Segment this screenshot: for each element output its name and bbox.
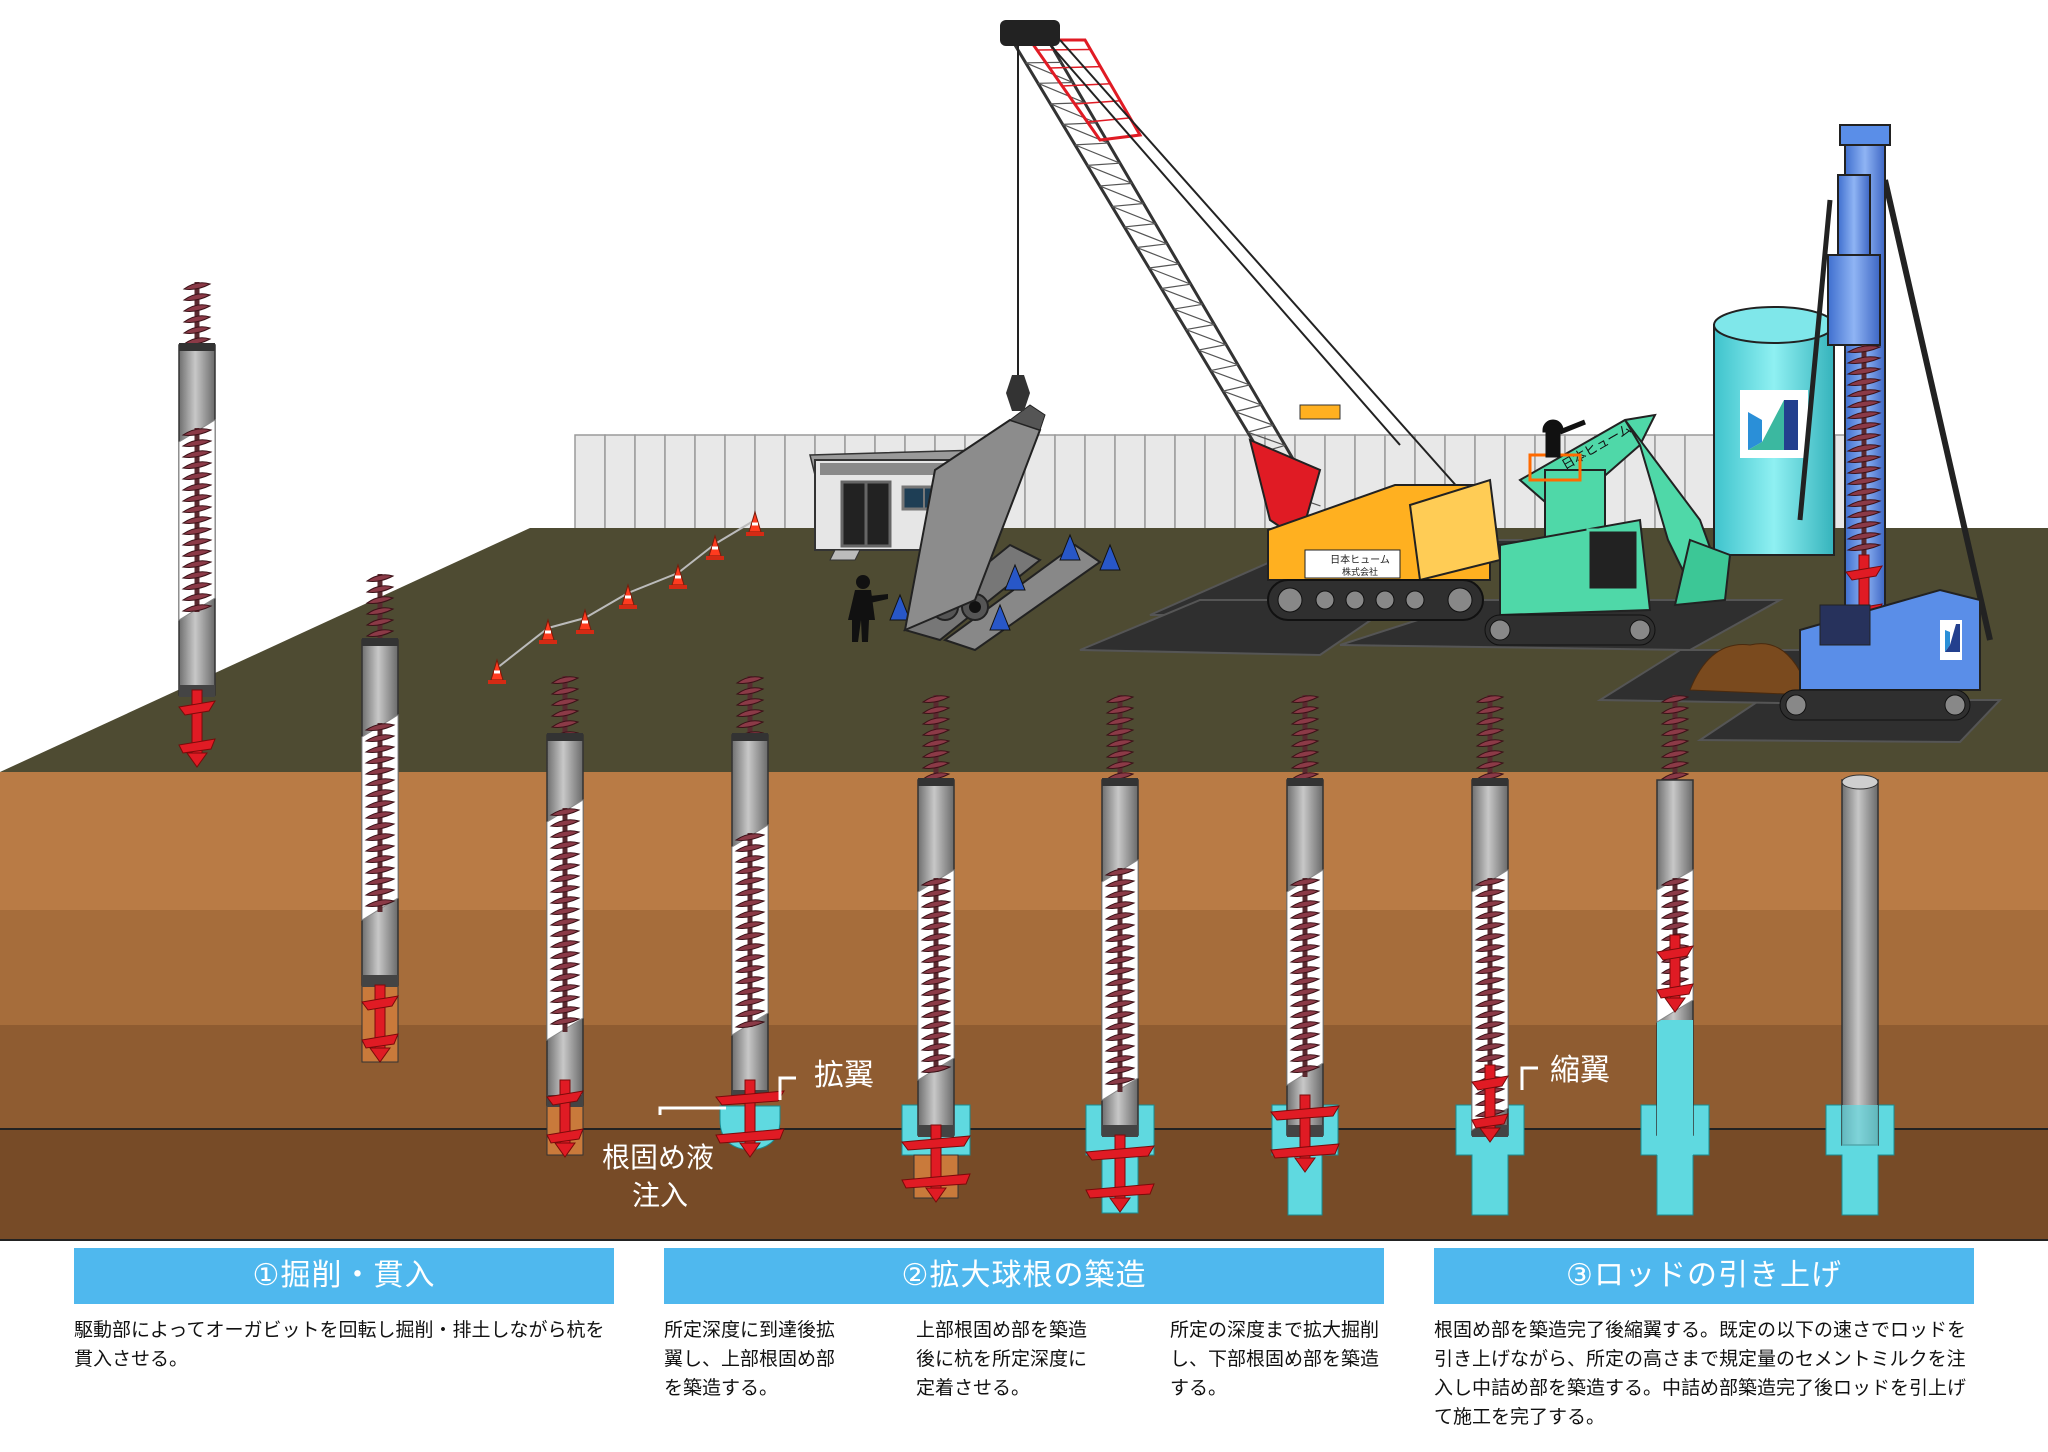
- fence-panel: [605, 435, 635, 530]
- boom-lattice-bar: [1063, 123, 1097, 124]
- soil-layer-3: [0, 1025, 2048, 1129]
- auger-flight: [184, 283, 210, 290]
- boom-lattice-bar: [1161, 284, 1190, 288]
- step-1-description: 駆動部によってオーガビットを回転し掘削・排土しながら杭を貫入させる。: [74, 1316, 614, 1374]
- boom-lattice-bar: [1037, 50, 1091, 51]
- boom-lattice-bar: [1100, 183, 1132, 186]
- pile-cap: [362, 638, 398, 646]
- crane-sign-line2: 株式会社: [1342, 566, 1378, 578]
- inject-text-line2: 注入: [632, 1179, 688, 1212]
- boom-lattice-bar: [1235, 405, 1261, 412]
- boom-lattice-bar: [1223, 385, 1250, 391]
- boom-lattice-bar: [1112, 204, 1144, 207]
- cement-fill: [1842, 1105, 1878, 1150]
- pile-cap: [732, 733, 768, 741]
- fence-panel: [575, 435, 605, 530]
- fence-panel: [1085, 435, 1115, 530]
- soil-layer-1: [0, 772, 2048, 910]
- fence-panel: [695, 435, 725, 530]
- soil-layers: [0, 772, 2048, 1240]
- step-3-description: 根固め部を築造完了後縮翼する。既定の以下の速さでロッドを引き上げながら、所定の高…: [1434, 1316, 1974, 1432]
- auger-icon: [184, 282, 210, 348]
- boom-lattice-bar: [1186, 324, 1214, 329]
- step-3-title: ③ロッドの引き上げ: [1434, 1248, 1974, 1304]
- fence-panel: [665, 435, 695, 530]
- pile: [732, 733, 768, 1102]
- boom-lattice-bar: [1124, 224, 1155, 227]
- pile-body: [1842, 780, 1878, 1145]
- crane-sign-line1: 日本ヒューム: [1330, 553, 1390, 566]
- pile: [1287, 778, 1323, 1137]
- pile-cap: [179, 343, 215, 351]
- boom-lattice-bar: [1198, 345, 1226, 350]
- soil-layer-2: [0, 910, 2048, 1025]
- boom-lattice-bar: [1038, 83, 1073, 84]
- pile: [547, 733, 583, 1107]
- pile: [918, 778, 954, 1137]
- pile-driver-rig-icon: [1780, 125, 1990, 720]
- fence-panel: [1055, 435, 1085, 530]
- fence-panel: [1115, 435, 1145, 530]
- fence-panel: [1145, 435, 1175, 530]
- boom-lattice-bar: [1137, 244, 1168, 248]
- boom-lattice-bar: [1087, 163, 1120, 165]
- expand-wing-text: 拡翼: [814, 1058, 874, 1093]
- pile-cap: [1287, 778, 1323, 786]
- boom-lattice-bar: [1248, 425, 1274, 432]
- pile: [1842, 775, 1878, 1150]
- shrink-wing-text: 縮翼: [1550, 1053, 1610, 1088]
- pile-cap: [1472, 778, 1508, 786]
- step-2-title: ②拡大球根の築造: [664, 1248, 1384, 1304]
- pile-top: [1842, 775, 1878, 789]
- fence-panel: [725, 435, 755, 530]
- fence-panel: [1205, 435, 1235, 530]
- fence-panel: [755, 435, 785, 530]
- auger-flight: [367, 586, 393, 593]
- boom-lattice-bar: [1174, 304, 1203, 309]
- inject-text-line1: 根固め液: [602, 1141, 714, 1174]
- pile: [179, 343, 215, 697]
- auger-flight: [184, 316, 210, 323]
- pile-cap: [547, 733, 583, 741]
- pile-cap: [1102, 778, 1138, 786]
- fence-panel: [1175, 435, 1205, 530]
- step-2-description-c: 所定の深度まで拡大掘削し、下部根固め部を築造する。: [1170, 1316, 1384, 1403]
- pile: [1102, 778, 1138, 1137]
- fence-panel: [785, 435, 815, 530]
- step-1-title: ①掘削・貫入: [74, 1248, 614, 1304]
- boom-lattice-bar: [1050, 67, 1101, 68]
- soil-layer-4: [0, 1129, 2048, 1240]
- auger-flight: [184, 327, 210, 334]
- auger-flight: [367, 575, 393, 582]
- pile-cap: [918, 778, 954, 786]
- boom-lattice-bar: [1075, 143, 1108, 145]
- pile: [362, 638, 398, 987]
- cement-fill: [1657, 1020, 1693, 1155]
- fence-panel: [635, 435, 665, 530]
- step-2-description-a: 所定深度に到達後拡翼し、上部根固め部を築造する。: [664, 1316, 846, 1403]
- boom-lattice-bar: [1211, 365, 1238, 371]
- step-2-description-b: 上部根固め部を築造後に杭を所定深度に定着させる。: [916, 1316, 1098, 1403]
- boom-lattice-bar: [1149, 264, 1179, 268]
- pile: [1657, 780, 1693, 1155]
- auger-flight: [184, 294, 210, 301]
- auger-flight: [184, 305, 210, 312]
